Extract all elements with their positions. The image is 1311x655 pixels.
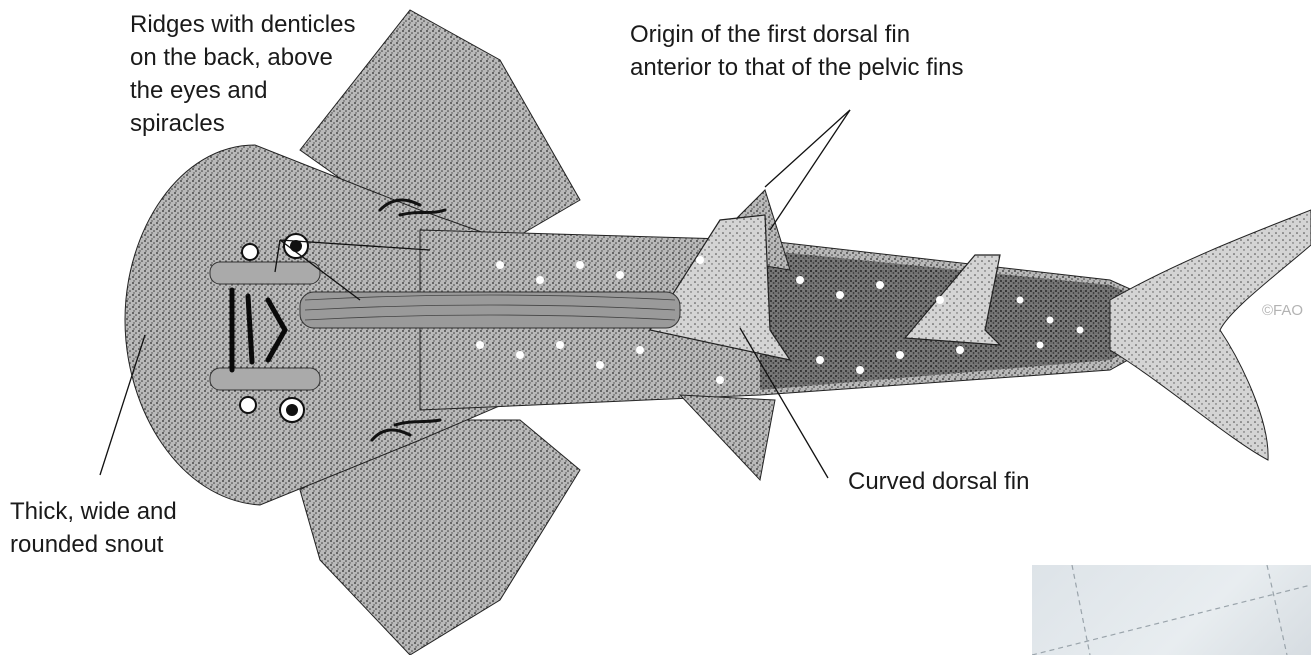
pelvic-fin-lower <box>680 395 775 480</box>
ridges-label: Ridges with denticles on the back, above… <box>130 8 430 140</box>
curved-dorsal-fin-label: Curved dorsal fin <box>848 465 1128 498</box>
first-dorsal-label: Origin of the first dorsal fin anterior … <box>630 18 1090 84</box>
caudal-fin <box>1110 210 1311 460</box>
photo-inset <box>1032 565 1311 655</box>
upper-eye-ridge <box>210 262 320 284</box>
snout-label: Thick, wide and rounded snout <box>10 495 250 561</box>
lower-eye <box>280 398 304 422</box>
lower-eye-ridge <box>210 368 320 390</box>
fao-credit: ©FAO <box>1262 302 1303 319</box>
